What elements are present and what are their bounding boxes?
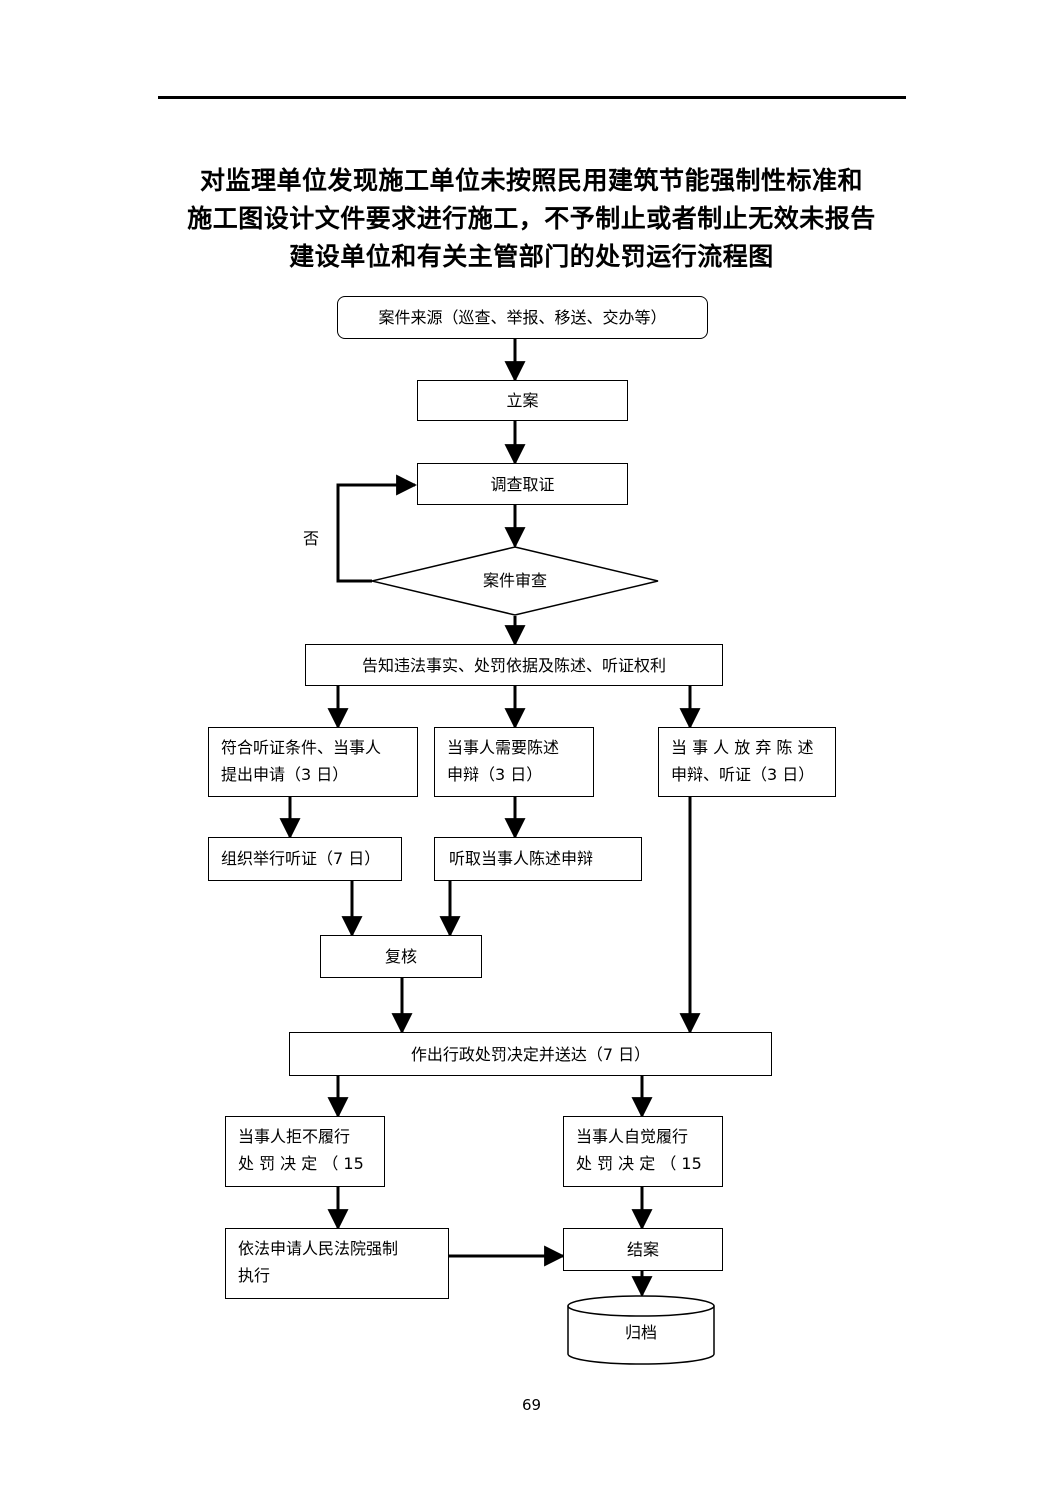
investigate-box: 调查取证 bbox=[417, 463, 628, 505]
hearing-request-box: 符合听证条件、当事人 提出申请（3 日） bbox=[208, 727, 418, 797]
notify-label: 告知违法事实、处罚依据及陈述、听证权利 bbox=[361, 655, 666, 675]
page-title: 对监理单位发现施工单位未按照民用建筑节能强制性标准和 施工图设计文件要求进行施工… bbox=[100, 162, 963, 276]
header-rule bbox=[158, 96, 906, 99]
archive-label: 归档 bbox=[624, 1323, 657, 1342]
statement-need-line-1: 当事人需要陈述 bbox=[447, 738, 560, 757]
notify-box: 告知违法事实、处罚依据及陈述、听证权利 bbox=[305, 644, 723, 686]
comply-line-1: 当事人自觉履行 bbox=[576, 1127, 689, 1146]
review-decision-diamond bbox=[371, 546, 659, 616]
page-number: 69 bbox=[521, 1396, 542, 1414]
statement-need-line-2: 申辩（3 日） bbox=[447, 765, 543, 784]
review-label: 案件审查 bbox=[482, 571, 547, 590]
arrow-review-no-loop bbox=[336, 474, 418, 583]
court-line-1: 依法申请人民法院强制 bbox=[238, 1239, 399, 1258]
close-label: 结案 bbox=[626, 1240, 659, 1259]
refuse-line-2: 处 罚 决 定 （ 15 bbox=[238, 1154, 364, 1173]
comply-line-2: 处 罚 决 定 （ 15 bbox=[576, 1154, 702, 1173]
hold-hearing-box: 组织举行听证（7 日） bbox=[208, 837, 402, 881]
recheck-label: 复核 bbox=[384, 947, 417, 966]
no-branch-label: 否 bbox=[303, 529, 320, 548]
waive-line-2: 申辩、听证（3 日） bbox=[671, 765, 815, 784]
recheck-box: 复核 bbox=[320, 935, 482, 978]
title-line-2: 施工图设计文件要求进行施工，不予制止或者制止无效未报告 bbox=[187, 204, 876, 233]
hold-hearing-label: 组织举行听证（7 日） bbox=[221, 849, 381, 868]
case-source-label: 案件来源（巡查、举报、移送、交办等） bbox=[378, 308, 667, 327]
case-source-box: 案件来源（巡查、举报、移送、交办等） bbox=[337, 296, 708, 339]
waive-line-1: 当 事 人 放 弃 陈 述 bbox=[671, 738, 814, 757]
hear-statement-box: 听取当事人陈述申辩 bbox=[434, 837, 642, 881]
court-box: 依法申请人民法院强制 执行 bbox=[225, 1228, 449, 1299]
refuse-box: 当事人拒不履行 处 罚 决 定 （ 15 bbox=[225, 1116, 385, 1187]
archive-cylinder bbox=[567, 1295, 715, 1365]
hearing-request-line-1: 符合听证条件、当事人 bbox=[221, 738, 382, 757]
title-line-1: 对监理单位发现施工单位未按照民用建筑节能强制性标准和 bbox=[199, 166, 863, 195]
investigate-label: 调查取证 bbox=[490, 474, 555, 494]
waive-box: 当 事 人 放 弃 陈 述 申辩、听证（3 日） bbox=[658, 727, 836, 797]
close-box: 结案 bbox=[563, 1228, 723, 1271]
decision-box: 作出行政处罚决定并送达（7 日） bbox=[289, 1032, 772, 1076]
statement-need-box: 当事人需要陈述 申辩（3 日） bbox=[434, 727, 594, 797]
comply-box: 当事人自觉履行 处 罚 决 定 （ 15 bbox=[563, 1116, 723, 1187]
hear-statement-label: 听取当事人陈述申辩 bbox=[449, 849, 594, 868]
decision-label: 作出行政处罚决定并送达（7 日） bbox=[410, 1044, 651, 1064]
court-line-2: 执行 bbox=[238, 1266, 271, 1285]
register-box: 立案 bbox=[417, 380, 628, 421]
register-label: 立案 bbox=[506, 391, 539, 410]
refuse-line-1: 当事人拒不履行 bbox=[238, 1127, 351, 1146]
hearing-request-line-2: 提出申请（3 日） bbox=[221, 765, 349, 784]
title-line-3: 建设单位和有关主管部门的处罚运行流程图 bbox=[289, 242, 774, 271]
